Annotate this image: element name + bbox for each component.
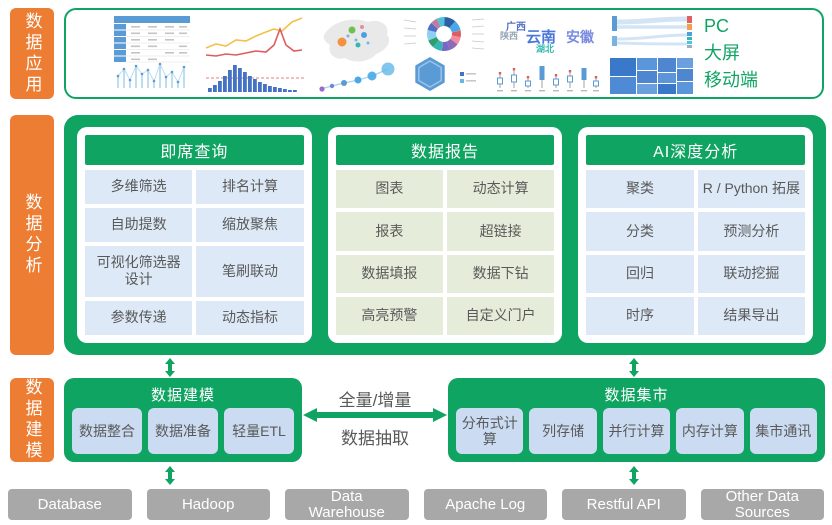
feature-cell: 回归 xyxy=(586,254,694,293)
data-modeling-title: 数据建模 xyxy=(150,387,215,404)
double-arrow-vertical-icon xyxy=(629,466,639,485)
feature-cell: 多维筛选 xyxy=(85,170,193,204)
layer-label-application-text: 数据应用 xyxy=(22,11,42,96)
feature-cell: 报表 xyxy=(335,212,443,251)
layer-label-analysis: 数据分析 xyxy=(10,115,54,355)
source-hadoop: Hadoop xyxy=(146,489,270,520)
feature-cell: 预测分析 xyxy=(697,212,806,251)
modeling-cell: 轻量ETL xyxy=(224,408,294,454)
feature-cell: 可视化筛选器设计 xyxy=(85,245,193,298)
panel-title: 即席查询 xyxy=(85,135,304,165)
source-apache-log: Apache Log xyxy=(423,489,547,520)
application-outputs: PC 大屏 移动端 xyxy=(704,13,812,94)
panel-title: 数据报告 xyxy=(335,135,555,165)
double-arrow-horizontal-icon xyxy=(303,408,447,422)
map-bubble-chart-thumbnail xyxy=(319,19,395,92)
layer-label-analysis-text: 数据分析 xyxy=(22,193,42,277)
analysis-container: 即席查询 多维筛选 排名计算 自助提数 缩放聚焦 可视化筛选器设计 笔刷联动 参… xyxy=(64,115,826,355)
source-database: Database xyxy=(8,489,132,520)
modeling-cell: 数据整合 xyxy=(72,408,142,454)
feature-cell: 时序 xyxy=(586,296,694,335)
source-other-data-sources: Other Data Sources xyxy=(700,488,824,520)
source-data-warehouse: Data Warehouse xyxy=(285,488,409,520)
panel-data-report: 数据报告 图表 动态计算 报表 超链接 数据填报 数据下钻 高亮预警 自定义门户 xyxy=(327,127,563,343)
feature-cell: R / Python 拓展 xyxy=(697,170,806,209)
layer-label-modeling-text: 数据建模 xyxy=(22,378,42,462)
double-arrow-vertical-icon xyxy=(165,358,175,377)
feature-cell: 聚类 xyxy=(586,170,694,209)
wordcloud-word: 安徽 xyxy=(566,28,594,45)
panel-grid: 图表 动态计算 报表 超链接 数据填报 数据下钻 高亮预警 自定义门户 xyxy=(335,170,555,335)
data-mart-panel: 数据集市 分布式计算 列存储 并行计算 内存计算 集市通讯 xyxy=(448,378,825,462)
feature-cell: 数据填报 xyxy=(335,254,443,293)
wordcloud-word: 云南 xyxy=(526,28,557,46)
panel-grid: 聚类 R / Python 拓展 分类 预测分析 回归 联动挖掘 时序 结果导出 xyxy=(586,170,806,335)
feature-cell: 自助提数 xyxy=(85,207,193,242)
feature-cell: 动态计算 xyxy=(447,170,555,209)
data-modeling-panel: 数据建模 数据整合 数据准备 轻量ETL xyxy=(64,378,302,462)
modeling-cell: 数据准备 xyxy=(148,408,218,454)
feature-cell: 动态指标 xyxy=(196,301,304,335)
double-arrow-vertical-icon xyxy=(165,466,175,485)
mart-cell: 并行计算 xyxy=(602,408,671,454)
feature-cell: 联动挖掘 xyxy=(697,254,806,293)
mart-cell: 内存计算 xyxy=(676,408,744,454)
panel-ai-analysis: AI深度分析 聚类 R / Python 拓展 分类 预测分析 回归 联动挖掘 … xyxy=(578,127,814,343)
feature-cell: 图表 xyxy=(335,170,443,209)
output-pc: PC xyxy=(704,16,730,36)
feature-cell: 笔刷联动 xyxy=(196,245,304,298)
data-mart-title: 数据集市 xyxy=(604,387,669,404)
feature-cell: 缩放聚焦 xyxy=(196,207,304,242)
layer-label-application: 数据应用 xyxy=(10,8,54,99)
panel-adhoc-query: 即席查询 多维筛选 排名计算 自助提数 缩放聚焦 可视化筛选器设计 笔刷联动 参… xyxy=(77,127,312,343)
wordcloud-boxplot-thumbnail: 云南 安徽 广西 陕西 湖北 xyxy=(492,14,604,94)
feature-cell: 排名计算 xyxy=(196,170,304,204)
feature-cell: 高亮预警 xyxy=(335,296,443,335)
mart-cell: 集市通讯 xyxy=(749,408,818,454)
donut-radar-chart-thumbnail xyxy=(403,16,485,91)
feature-cell: 结果导出 xyxy=(697,296,806,335)
wordcloud-word: 广西 xyxy=(506,21,526,33)
sankey-treemap-chart-thumbnail xyxy=(610,15,693,94)
exchange-label-bottom: 数据抽取 xyxy=(341,429,409,448)
output-big-screen: 大屏 xyxy=(704,43,740,63)
application-showcase-box: 云南 安徽 广西 陕西 湖北 xyxy=(64,8,824,99)
line-histogram-chart-thumbnail xyxy=(205,16,304,92)
boxplot-chart-thumbnail xyxy=(497,65,599,91)
source-restful-api: Restful API xyxy=(562,489,686,520)
feature-cell: 自定义门户 xyxy=(447,296,555,335)
double-arrow-vertical-icon xyxy=(629,358,639,377)
panel-title: AI深度分析 xyxy=(586,135,806,165)
layer-label-modeling: 数据建模 xyxy=(10,378,54,462)
feature-cell: 参数传递 xyxy=(85,301,193,335)
data-modeling-cells: 数据整合 数据准备 轻量ETL xyxy=(72,408,294,454)
mart-cell: 列存储 xyxy=(529,408,597,454)
mart-cell: 分布式计算 xyxy=(456,408,524,454)
data-mart-cells: 分布式计算 列存储 并行计算 内存计算 集市通讯 xyxy=(456,408,818,454)
feature-cell: 分类 xyxy=(586,212,694,251)
data-sources-row: Database Hadoop Data Warehouse Apache Lo… xyxy=(8,488,824,520)
feature-cell: 数据下钻 xyxy=(447,254,555,293)
wordcloud-word: 陕西 xyxy=(500,30,519,41)
table-chart-thumbnail xyxy=(114,15,190,88)
output-mobile: 移动端 xyxy=(704,70,758,90)
feature-cell: 超链接 xyxy=(447,212,555,251)
panel-grid: 多维筛选 排名计算 自助提数 缩放聚焦 可视化筛选器设计 笔刷联动 参数传递 动… xyxy=(85,170,304,335)
exchange-label-top: 全量/增量 xyxy=(338,391,412,410)
wordcloud-word: 湖北 xyxy=(536,43,555,54)
